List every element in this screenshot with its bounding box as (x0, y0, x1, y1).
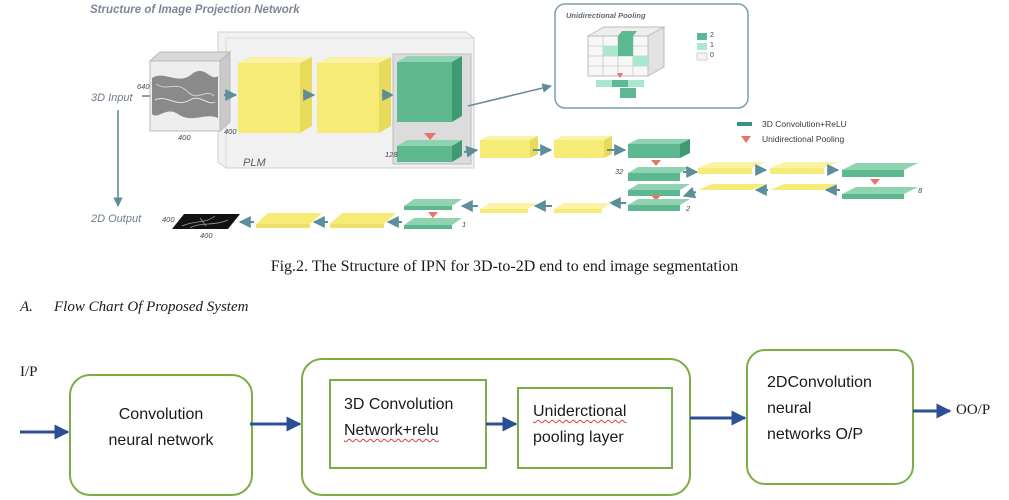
flow-output-label: OO/P (956, 402, 991, 418)
plm-label: PLM (243, 157, 266, 169)
box-pooling-text: Uniderctional pooling layer (533, 399, 669, 451)
flow-input-label: I/P (20, 364, 38, 380)
inset-legend-1: 1 (710, 42, 714, 49)
box-3d-conv-line-1: 3D Convolution (344, 396, 454, 413)
box-cnn-line-1: Convolution (118, 406, 204, 423)
box-cnn (69, 374, 253, 496)
box-3d-conv-text: 3D Convolution Network+relu (344, 392, 484, 444)
box-pooling-line-1: Uniderctional (533, 403, 627, 420)
legend-pool-symbol (741, 136, 751, 143)
pool-marker-plm (424, 133, 436, 140)
arrow-conv-4 (463, 145, 479, 158)
pool-marker-3 (651, 195, 661, 201)
section-title: Flow Chart Of Proposed System (54, 299, 249, 315)
plm-pool-block (392, 53, 472, 165)
stage4-bottom-blocks (172, 199, 612, 229)
figure-title: Structure of Image Projection Network (90, 4, 300, 16)
dim-640: 640 (137, 82, 150, 91)
dim-32: 32 (615, 167, 624, 176)
legend-swatch-2 (697, 33, 707, 40)
box-2dconv-line-2: neural (767, 400, 812, 417)
arrow-to-inset (467, 83, 552, 107)
dim-8: 8 (918, 186, 923, 195)
flow-chart (20, 349, 952, 496)
dim-out-400-h: 400 (200, 231, 213, 240)
dim-400-height: 400 (224, 127, 237, 136)
box-pooling (517, 387, 673, 469)
stage3-right-blocks (682, 162, 918, 199)
dim-out-400-w: 400 (162, 215, 175, 224)
legend-swatch-0 (696, 52, 708, 61)
inset-legend-0: 0 (710, 52, 714, 59)
output-label: 2D Output (91, 213, 142, 225)
dim-128: 128 (385, 150, 398, 159)
inset-legend-2: 2 (710, 32, 714, 39)
dim-2: 2 (686, 204, 691, 213)
pool-marker-5 (428, 212, 438, 218)
input-volume-cube (148, 50, 232, 133)
box-cnn-line-2: neural network (108, 432, 214, 449)
section-heading: A. Flow Chart Of Proposed System (20, 299, 248, 316)
box-middle-group (301, 358, 691, 496)
pool-marker-4 (870, 179, 880, 185)
stage2-pool-stack (628, 139, 690, 211)
legend-swatch-1 (697, 43, 707, 50)
dim-1: 1 (462, 220, 467, 229)
figure-caption: Fig.2. The Structure of IPN for 3D-to-2D… (270, 258, 739, 275)
plm-conv-block-2 (317, 57, 391, 133)
box-2dconv-line-1: 2DConvolution (767, 374, 872, 391)
box-2dconv (746, 349, 914, 485)
legend-conv-label: 3D Convolution+ReLU (762, 119, 847, 129)
box-cnn-text: Convolution neural network (70, 402, 252, 454)
stage2-conv-block-1 (480, 136, 538, 158)
unidirectional-pooling-inset (554, 3, 749, 109)
section-number: A. (20, 299, 33, 315)
output-image (172, 214, 240, 229)
box-2dconv-line-3: networks O/P (767, 426, 864, 443)
box-pooling-line-2: pooling layer (533, 429, 624, 446)
input-label: 3D Input (91, 92, 133, 104)
pool-marker-inset (617, 73, 623, 78)
dim-400-width: 400 (178, 133, 191, 142)
box-2dconv-text: 2DConvolution neural networks O/P (767, 370, 907, 448)
stage2-conv-block-2 (554, 136, 612, 158)
inset-title: Unidirectional Pooling (566, 11, 646, 20)
box-3d-conv-line-2: Network+relu (344, 422, 439, 439)
plm-conv-block-1 (238, 57, 312, 133)
pool-marker-2 (651, 160, 661, 166)
legend-pool-label: Unidirectional Pooling (762, 134, 845, 144)
